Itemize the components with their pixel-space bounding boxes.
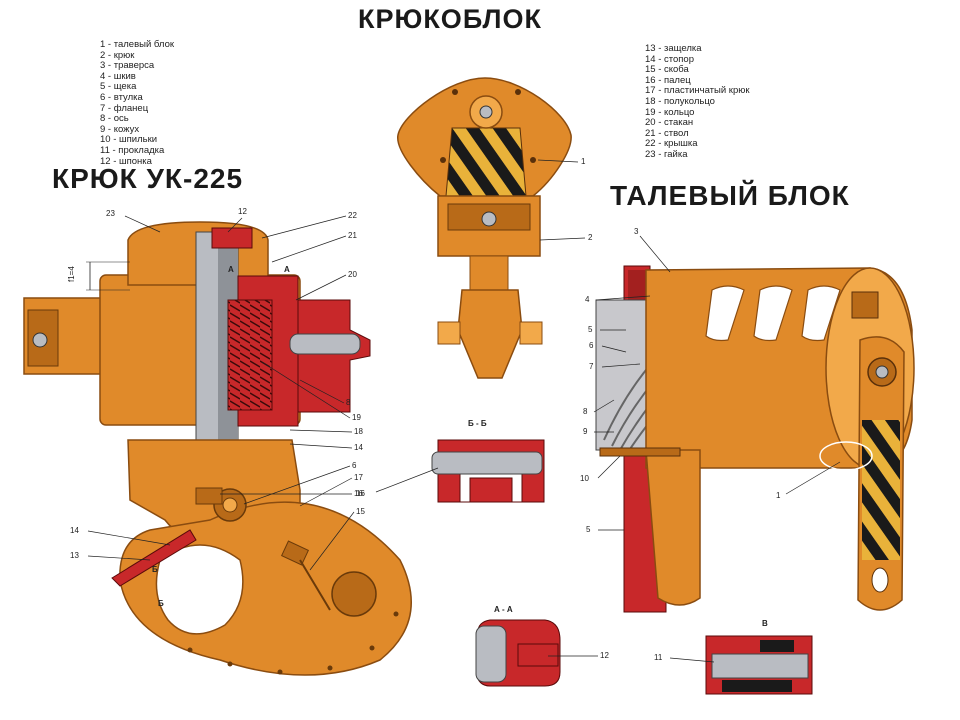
section-title: Б - Б (468, 419, 487, 428)
hook-right-flange (297, 299, 371, 413)
callout-label: 21 (348, 231, 357, 240)
legend-right: 13 - защелка 14 - стопор 15 - скоба 16 -… (645, 43, 750, 161)
hook-nut-top (211, 227, 253, 249)
crane-block-illustration: 1 2 (397, 77, 593, 379)
section-title: В (762, 619, 768, 628)
callout-label: 8 (346, 398, 351, 407)
legend-item: 5 - щека (100, 81, 137, 93)
legend-item: 18 - полукольцо (645, 95, 715, 107)
section-mark: Б (152, 565, 158, 574)
section-title: А - А (494, 605, 513, 614)
legend-item: 11 - прокладка (100, 144, 165, 156)
legend-item: 10 - шпильки (100, 134, 158, 146)
callout-label: 16 (356, 489, 365, 498)
callout-label: 18 (354, 427, 363, 436)
legend-item: 15 - скоба (645, 64, 689, 76)
hook-illustration: f1=4 А А Б Б 23 12 22 21 20 8 19 (23, 207, 412, 676)
callout-label: 6 (352, 461, 357, 470)
callout-label: 11 (654, 653, 663, 662)
main-title: КРЮКОБЛОК (358, 4, 542, 34)
legend-item: 13 - защелка (645, 43, 702, 54)
callout-label: 16 (354, 489, 363, 498)
hook-pin (289, 333, 361, 355)
callout-label: 1 (581, 157, 586, 166)
crane-block-side-links (437, 321, 543, 345)
dimension-label: f1=4 (67, 266, 76, 282)
callout-label: 10 (580, 474, 589, 483)
block-cheek-hazard (862, 420, 900, 560)
hook-throat (155, 544, 244, 635)
hook-title: КРЮК УК-225 (52, 163, 244, 194)
crane-block-shank (469, 255, 509, 291)
section-mark: А (228, 265, 234, 274)
legend-item: 1 - талевый блок (100, 39, 175, 50)
legend-item: 21 - ствол (645, 127, 689, 139)
callout-label: 23 (106, 209, 115, 218)
callout-label: 15 (356, 507, 365, 516)
callout-label: 9 (583, 427, 588, 436)
section-bb: Б - Б 16 (356, 419, 545, 503)
section-mark: А (284, 265, 290, 274)
callout-label: 13 (70, 551, 79, 560)
section-mark: Б (158, 599, 164, 608)
section-aa: А - А 12 (475, 605, 609, 687)
callout-label: 12 (600, 651, 609, 660)
crane-block-hook-body (457, 289, 523, 379)
legend-item: 3 - траверса (100, 60, 155, 72)
legend-item: 19 - кольцо (645, 106, 695, 118)
callout-label: 1 (776, 491, 781, 500)
legend-item: 7 - фланец (100, 102, 149, 114)
legend-item: 14 - стопор (645, 53, 694, 65)
legend-item: 22 - крышка (645, 138, 698, 150)
callout-label: 17 (354, 473, 363, 482)
callout-label: 5 (588, 325, 593, 334)
hook-spring (227, 299, 273, 411)
callout-label: 14 (70, 526, 79, 535)
legend-item: 17 - пластинчатый крюк (645, 85, 750, 97)
callout-label: 4 (585, 295, 590, 304)
callout-label: 19 (352, 413, 361, 422)
callout-label: 14 (354, 443, 363, 452)
callout-label: 3 (634, 227, 639, 236)
block-logo (851, 291, 879, 319)
crane-block-nut (481, 211, 497, 227)
legend-item: 23 - гайка (645, 148, 688, 160)
callout-label: 20 (348, 270, 357, 279)
legend-item: 16 - палец (645, 74, 691, 86)
hook-latch (111, 529, 197, 587)
callout-label: 12 (238, 207, 247, 216)
block-highlight-ring (819, 441, 873, 471)
block-title: ТАЛЕВЫЙ БЛОК (610, 180, 850, 211)
legend-item: 8 - ось (100, 113, 129, 125)
legend-item: 20 - стакан (645, 117, 694, 129)
legend-item: 4 - шкив (100, 70, 136, 82)
callout-label: 2 (588, 233, 593, 242)
legend-item: 12 - шпонка (100, 155, 152, 167)
callout-label: 6 (589, 341, 594, 350)
callout-label: 7 (589, 362, 594, 371)
callout-label: 8 (583, 407, 588, 416)
crane-block-hazard-stripes (445, 127, 527, 197)
section-v: В 11 (654, 619, 813, 695)
callout-label: 22 (348, 211, 357, 220)
legend-item: 2 - крюк (100, 49, 135, 61)
block-lower-plate (645, 449, 701, 606)
callout-label: 5 (586, 525, 591, 534)
travelling-block-illustration: 3 4 5 6 7 8 9 10 5 1 (580, 227, 915, 613)
legend-left: 1 - талевый блок 2 - крюк 3 - траверса 4… (100, 39, 175, 167)
legend-item: 9 - кожух (100, 123, 140, 135)
legend-item: 6 - втулка (100, 91, 143, 103)
crane-block-axle (479, 105, 493, 119)
